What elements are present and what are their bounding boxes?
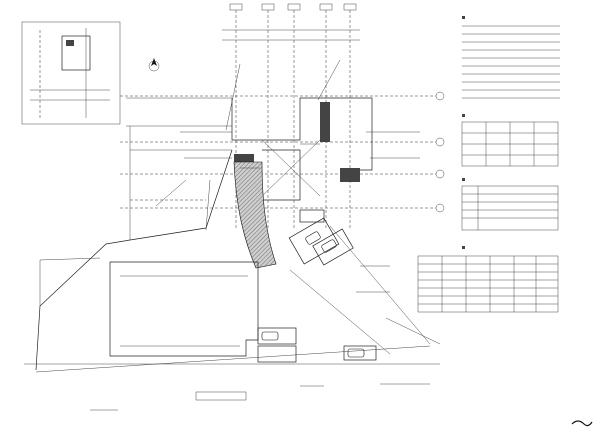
north-arrow-icon <box>148 58 160 72</box>
site-boundary <box>24 59 441 373</box>
dimension-marks <box>90 131 430 411</box>
car-icon <box>305 231 337 253</box>
detail-inset <box>21 21 121 125</box>
car-icon <box>261 331 279 341</box>
signature-mark <box>571 420 593 427</box>
lower-parking <box>257 327 377 363</box>
upper-structure <box>126 97 373 240</box>
main-building <box>109 261 259 357</box>
legend-panel <box>417 16 560 313</box>
parking-cluster <box>288 209 354 266</box>
car-icon <box>347 348 365 358</box>
grid-lines-right <box>120 91 445 213</box>
ramp-hatched <box>233 161 277 269</box>
